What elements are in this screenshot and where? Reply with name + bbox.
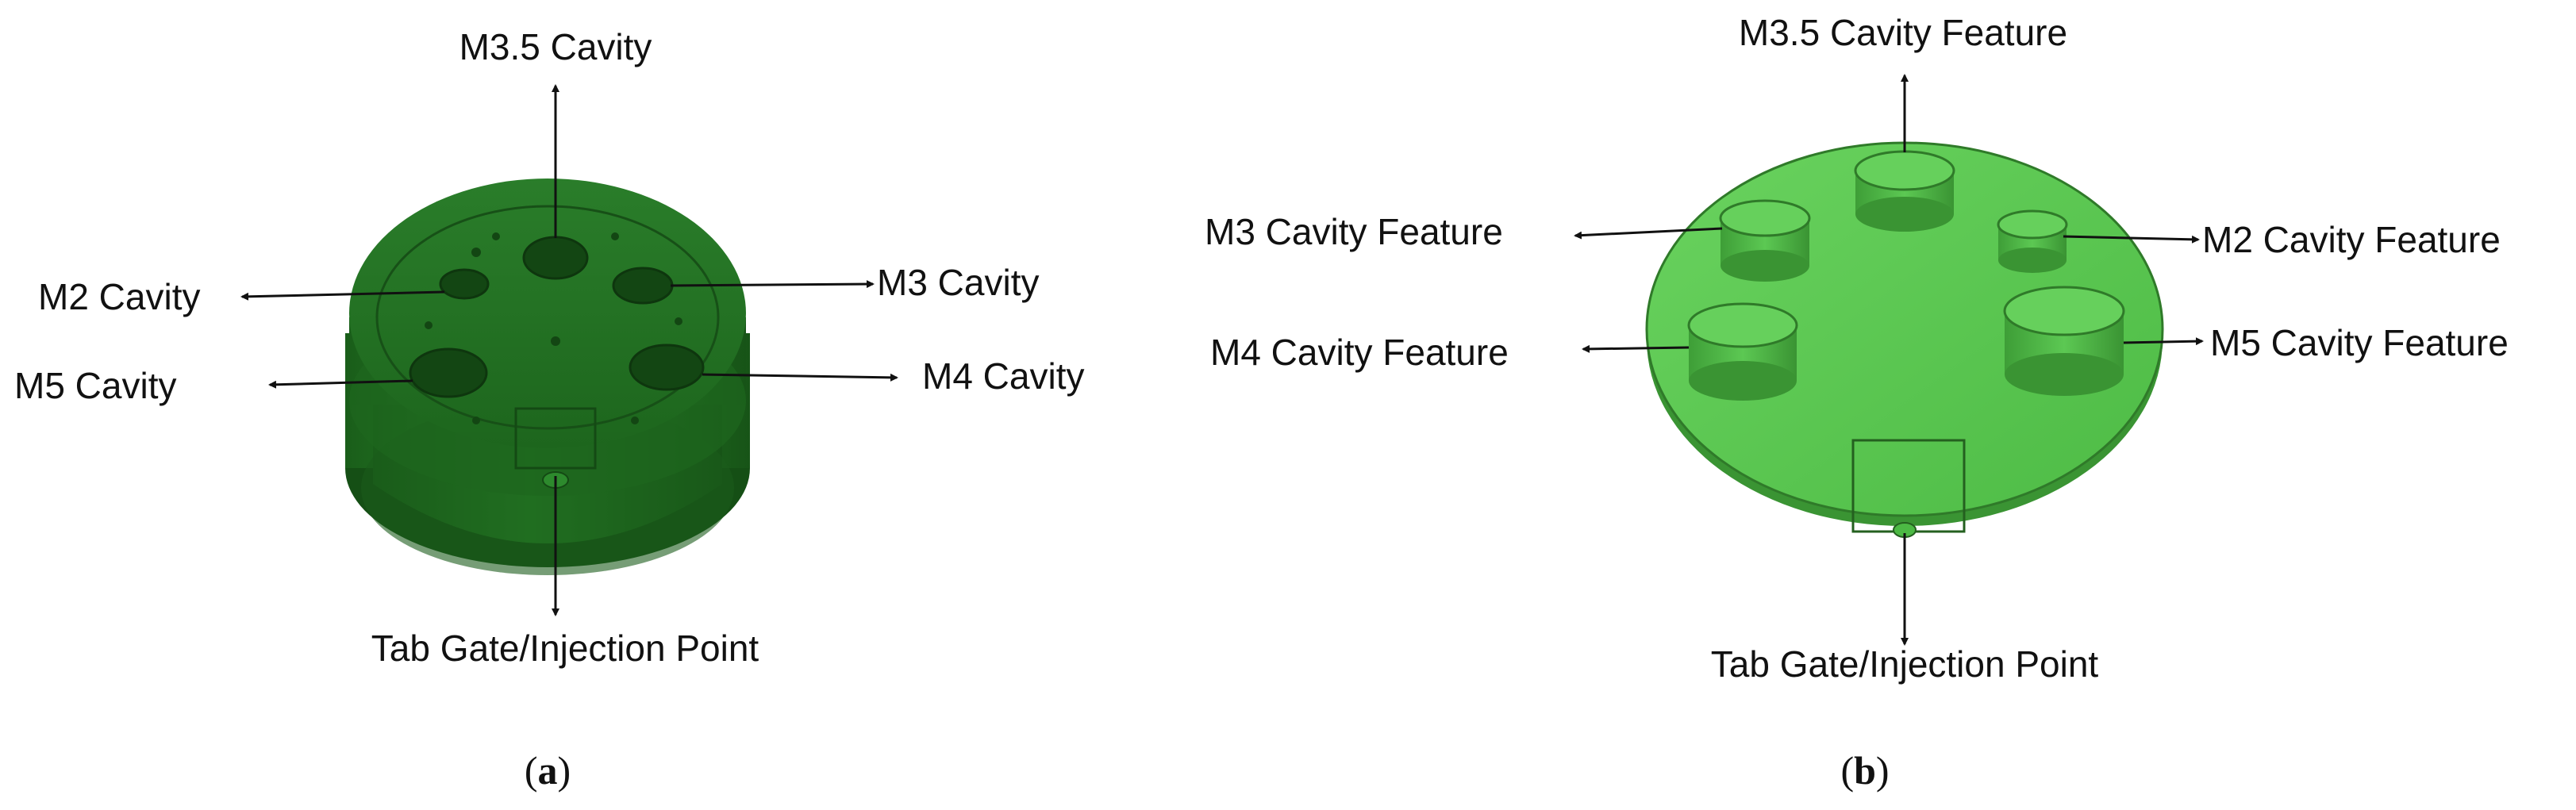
feature-m3-5 — [1854, 150, 1955, 232]
label-b-lower-right: M5 Cavity Feature — [2210, 322, 2509, 363]
feature-m3 — [1719, 199, 1811, 282]
label-b-upper-right: M2 Cavity Feature — [2202, 219, 2501, 260]
label-a-lower-left: M5 Cavity — [14, 365, 176, 406]
label-b-lower-left: M4 Cavity Feature — [1210, 332, 1509, 373]
caption-a: (a) — [525, 748, 571, 793]
label-a-top: M3.5 Cavity — [459, 26, 652, 67]
label-b-top: M3.5 Cavity Feature — [1739, 12, 2067, 53]
label-a-upper-right: M3 Cavity — [877, 262, 1039, 303]
cavity-m5 — [409, 347, 488, 398]
caption-b: (b) — [1840, 748, 1889, 793]
label-b-bottom: Tab Gate/Injection Point — [1711, 643, 2099, 685]
panel-b: M3.5 Cavity Feature M3 Cavity Feature M2… — [1205, 12, 2509, 793]
label-a-upper-left: M2 Cavity — [38, 276, 200, 317]
panel-a: M3.5 Cavity M2 Cavity M3 Cavity M5 Cavit… — [14, 26, 1084, 793]
label-b-upper-left: M3 Cavity Feature — [1205, 211, 1503, 252]
feature-m2 — [1997, 209, 2068, 273]
cavity-m3-5 — [522, 236, 589, 280]
panel-a-arrows — [240, 84, 898, 616]
part-features — [1687, 150, 2125, 401]
feature-m4 — [1687, 302, 1798, 401]
panel-b-arrows — [1574, 74, 2204, 646]
feature-m5 — [2003, 286, 2125, 396]
mold-cavities — [409, 232, 705, 424]
cavity-m3 — [612, 267, 674, 305]
label-a-lower-right: M4 Cavity — [922, 355, 1084, 397]
cavity-m4 — [629, 344, 705, 391]
label-a-bottom: Tab Gate/Injection Point — [371, 628, 759, 669]
cavity-m2 — [439, 268, 490, 300]
